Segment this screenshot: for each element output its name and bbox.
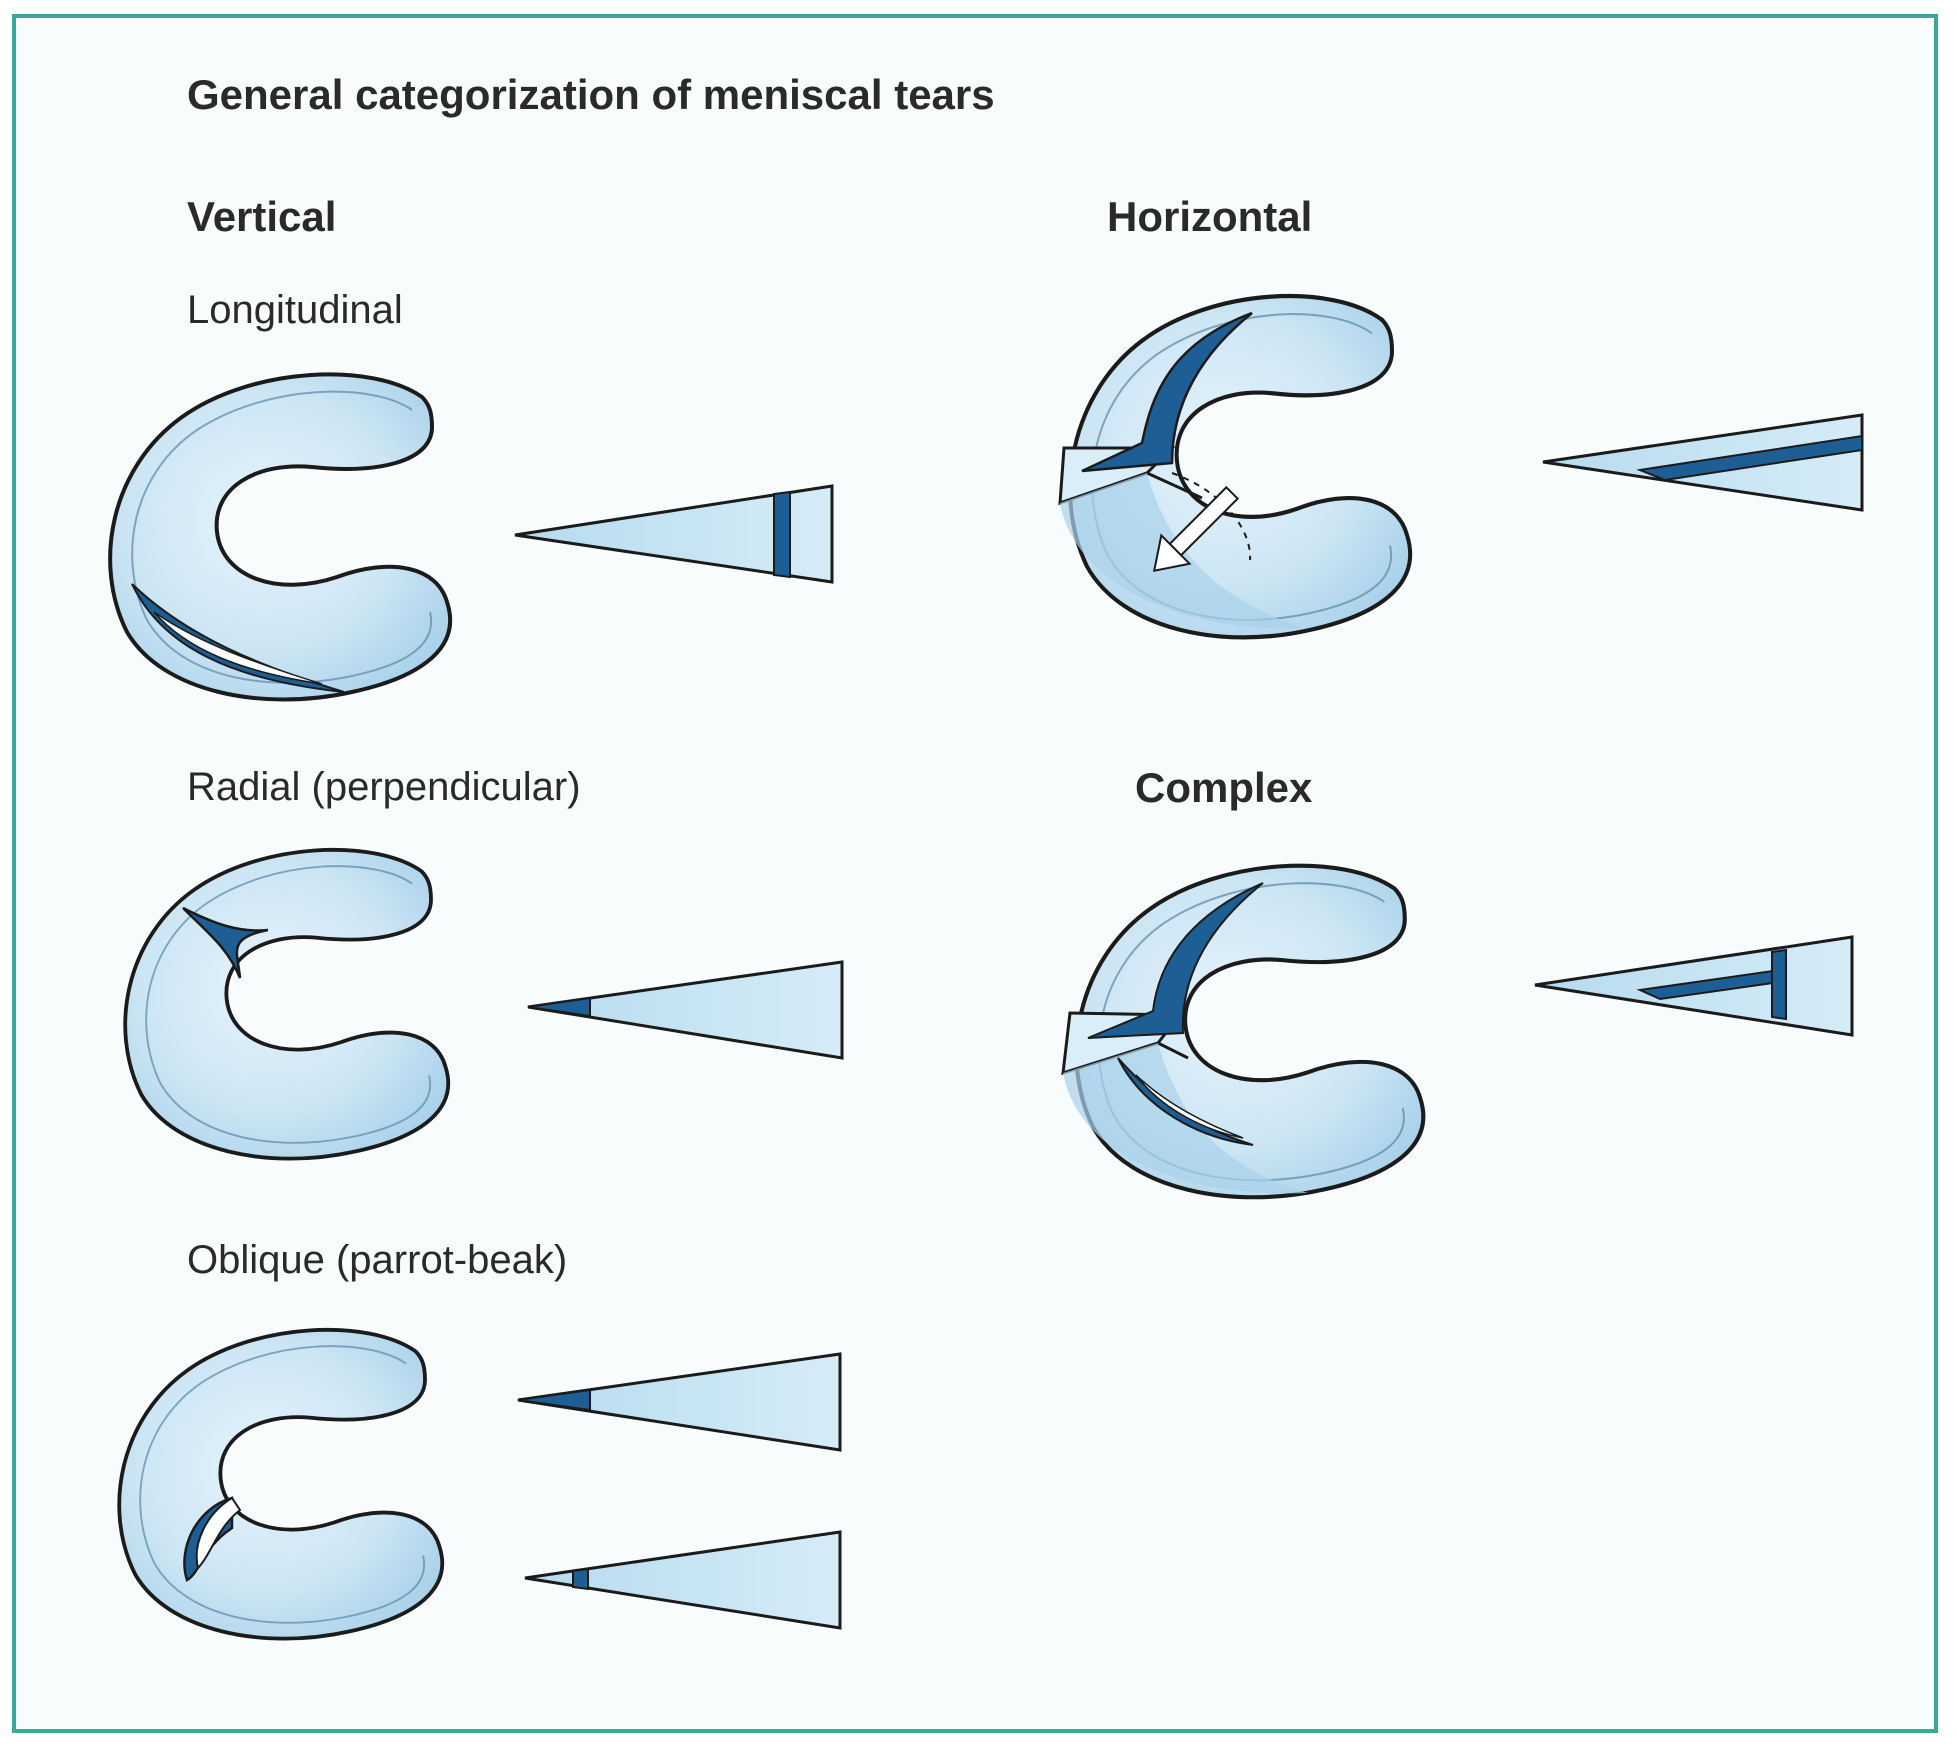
meniscus-longitudinal	[108, 372, 453, 702]
meniscus-horizontal	[1058, 296, 1410, 637]
heading-horizontal: Horizontal	[1107, 193, 1313, 240]
meniscus-complex	[1061, 866, 1423, 1198]
wedge-radial	[527, 960, 844, 1060]
wedge-oblique-bottom	[524, 1530, 842, 1630]
meniscus-oblique	[117, 1327, 445, 1641]
figure-title: General categorization of meniscal tears	[187, 71, 995, 118]
wedge-longitudinal	[514, 484, 834, 584]
heading-vertical: Vertical	[187, 193, 337, 240]
subtype-radial: Radial (perpendicular)	[187, 765, 581, 809]
subtype-oblique: Oblique (parrot-beak)	[187, 1238, 568, 1282]
wedge-horizontal	[1542, 413, 1864, 512]
wedge-complex	[1534, 935, 1854, 1037]
subtype-longitudinal: Longitudinal	[187, 288, 403, 332]
heading-complex: Complex	[1135, 764, 1313, 811]
meniscus-radial	[123, 847, 451, 1161]
wedge-oblique-top	[517, 1352, 842, 1452]
